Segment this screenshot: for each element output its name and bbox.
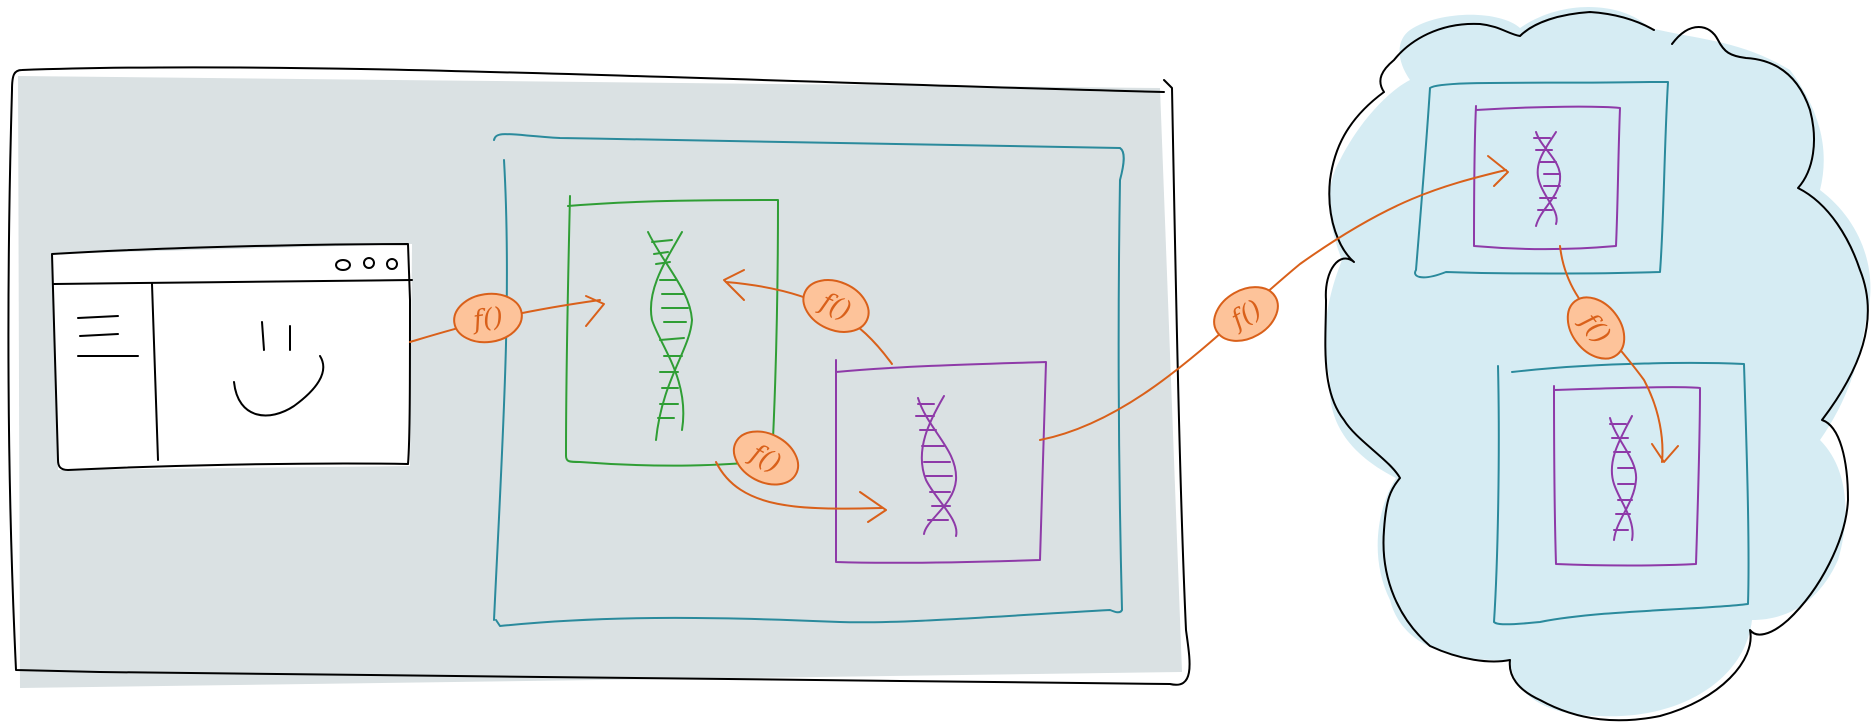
dna-helix-icon [1609, 415, 1638, 541]
cloud-container-top [1414, 81, 1669, 279]
arrow-head [585, 295, 605, 327]
cloud-container-bottom [1493, 361, 1750, 626]
arrow-green-to-purple [715, 461, 883, 510]
local-container-border [493, 133, 1125, 627]
window-controls-icon [335, 257, 398, 271]
browser-sidebar-divider [151, 283, 159, 461]
dna-helix-icon [647, 231, 693, 441]
browser-window-icon [51, 243, 413, 471]
arrow-local-to-cloud [1039, 169, 1507, 441]
function-badge-label: f() [469, 302, 505, 336]
function-badge[interactable]: f() [1205, 276, 1288, 352]
arrow-head [1487, 155, 1509, 187]
cloud-background [1325, 7, 1871, 717]
purple-module-cloud-bottom [1553, 385, 1701, 567]
arrow-head [1651, 443, 1679, 463]
function-badge[interactable]: f() [451, 290, 525, 347]
purple-module-cloud-top [1473, 105, 1621, 250]
function-badge[interactable]: f() [795, 270, 877, 342]
host-border [7, 66, 1191, 686]
cloud-container-top-border [1414, 81, 1669, 279]
local-host-machine [7, 66, 1191, 688]
function-arrows [409, 155, 1679, 523]
purple-module-local [834, 359, 1047, 564]
arrow-head [859, 491, 887, 523]
browser-window-frame [51, 243, 411, 471]
green-module [565, 195, 779, 467]
purple-module-local-border [834, 359, 1047, 564]
cloud-container-bottom-border [1493, 361, 1750, 626]
purple-module-cloud-bottom-border [1553, 385, 1701, 567]
green-module-border [565, 195, 779, 467]
host-background [18, 76, 1182, 688]
browser-title-bar [53, 279, 413, 285]
hamburger-menu-icon [77, 315, 139, 357]
arrow-cloud-top-to-bottom [1559, 245, 1664, 463]
purple-module-cloud-top-border [1473, 105, 1621, 250]
local-container [493, 133, 1125, 627]
arrow-head [723, 269, 745, 301]
smiley-face-icon [233, 321, 325, 417]
dna-helix-icon [1533, 131, 1562, 227]
browser-window-body [52, 244, 412, 470]
function-badge[interactable]: f() [1556, 286, 1636, 369]
cloud-outline [1324, 11, 1869, 722]
cloud-icon [1324, 7, 1871, 722]
function-badge[interactable]: f() [725, 421, 808, 495]
dna-helix-icon [915, 395, 958, 537]
